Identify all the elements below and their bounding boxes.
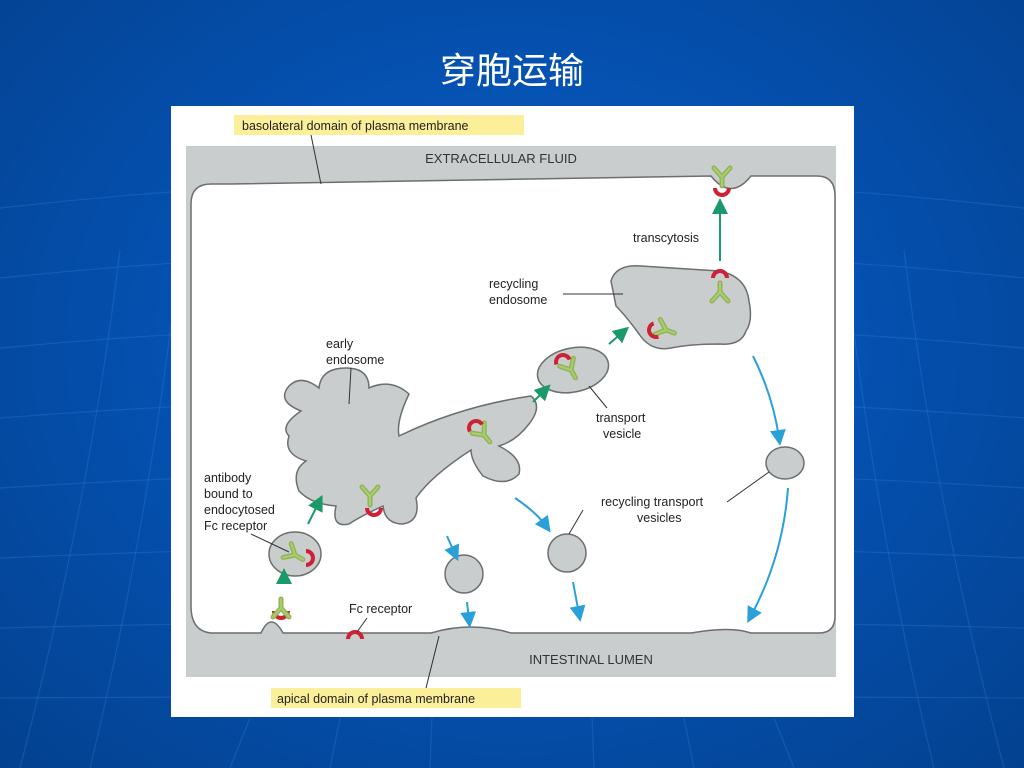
- lumen-label: INTESTINAL LUMEN: [529, 652, 653, 667]
- arrow-to-transport-vesicle: [532, 384, 551, 403]
- basolateral-leader: [310, 134, 322, 185]
- transport-vesicle-label-1: transport: [596, 411, 646, 425]
- recycling-endosome-label-1: recycling: [489, 277, 538, 291]
- recycling-vesicle: [547, 533, 587, 573]
- transcytosis-figure: EXTRACELLULAR FLUID INTESTINAL LUMEN bas…: [171, 106, 854, 717]
- antibody-label-3: endocytosed: [204, 503, 275, 517]
- arrow-recycle: [514, 497, 551, 533]
- early-endosome-label-1: early: [326, 337, 354, 351]
- antibody-label-1: antibody: [204, 471, 252, 485]
- recycling-vesicles-leader: [568, 509, 584, 535]
- antibody-leader: [250, 533, 290, 553]
- basolateral-highlight: [234, 115, 524, 135]
- fc-receptor-label: Fc receptor: [349, 602, 412, 616]
- arrow-recycle: [747, 487, 789, 624]
- recycling-vesicle: [765, 446, 805, 480]
- recycling-vesicles-label-2: vesicles: [637, 511, 681, 525]
- arrow-to-early-endosome: [307, 494, 323, 525]
- arrow-recycle: [444, 535, 460, 562]
- recycling-vesicle: [444, 554, 484, 594]
- basolateral-label: basolateral domain of plasma membrane: [242, 119, 469, 133]
- recycling-vesicles-leader: [726, 471, 770, 503]
- recycling-vesicles-label-1: recycling transport: [601, 495, 704, 509]
- arrow-recycle: [752, 355, 786, 446]
- apical-leader: [425, 635, 440, 689]
- recycling-endosome-label-2: endosome: [489, 293, 547, 307]
- transport-vesicle-leader: [588, 385, 608, 409]
- early-endosome-label-2: endosome: [326, 353, 384, 367]
- fc-receptor-leader: [356, 617, 368, 633]
- apical-highlight: [271, 688, 521, 708]
- apical-label: apical domain of plasma membrane: [277, 692, 475, 706]
- antibody-label-4: Fc receptor: [204, 519, 267, 533]
- antibody-label-2: bound to: [204, 487, 253, 501]
- arrow-recycle: [460, 601, 477, 628]
- extracellular-label: EXTRACELLULAR FLUID: [425, 151, 577, 166]
- arrow-recycle: [569, 581, 586, 622]
- early-endosome-leader: [348, 367, 352, 405]
- transport-vesicle-label-2: vesicle: [603, 427, 641, 441]
- transcytosis-diagram: EXTRACELLULAR FLUID INTESTINAL LUMEN bas…: [186, 115, 836, 708]
- slide-title: 穿胞运输: [439, 51, 584, 92]
- transcytosis-label: transcytosis: [633, 231, 699, 245]
- arrow-to-recycling-endosome: [608, 326, 630, 345]
